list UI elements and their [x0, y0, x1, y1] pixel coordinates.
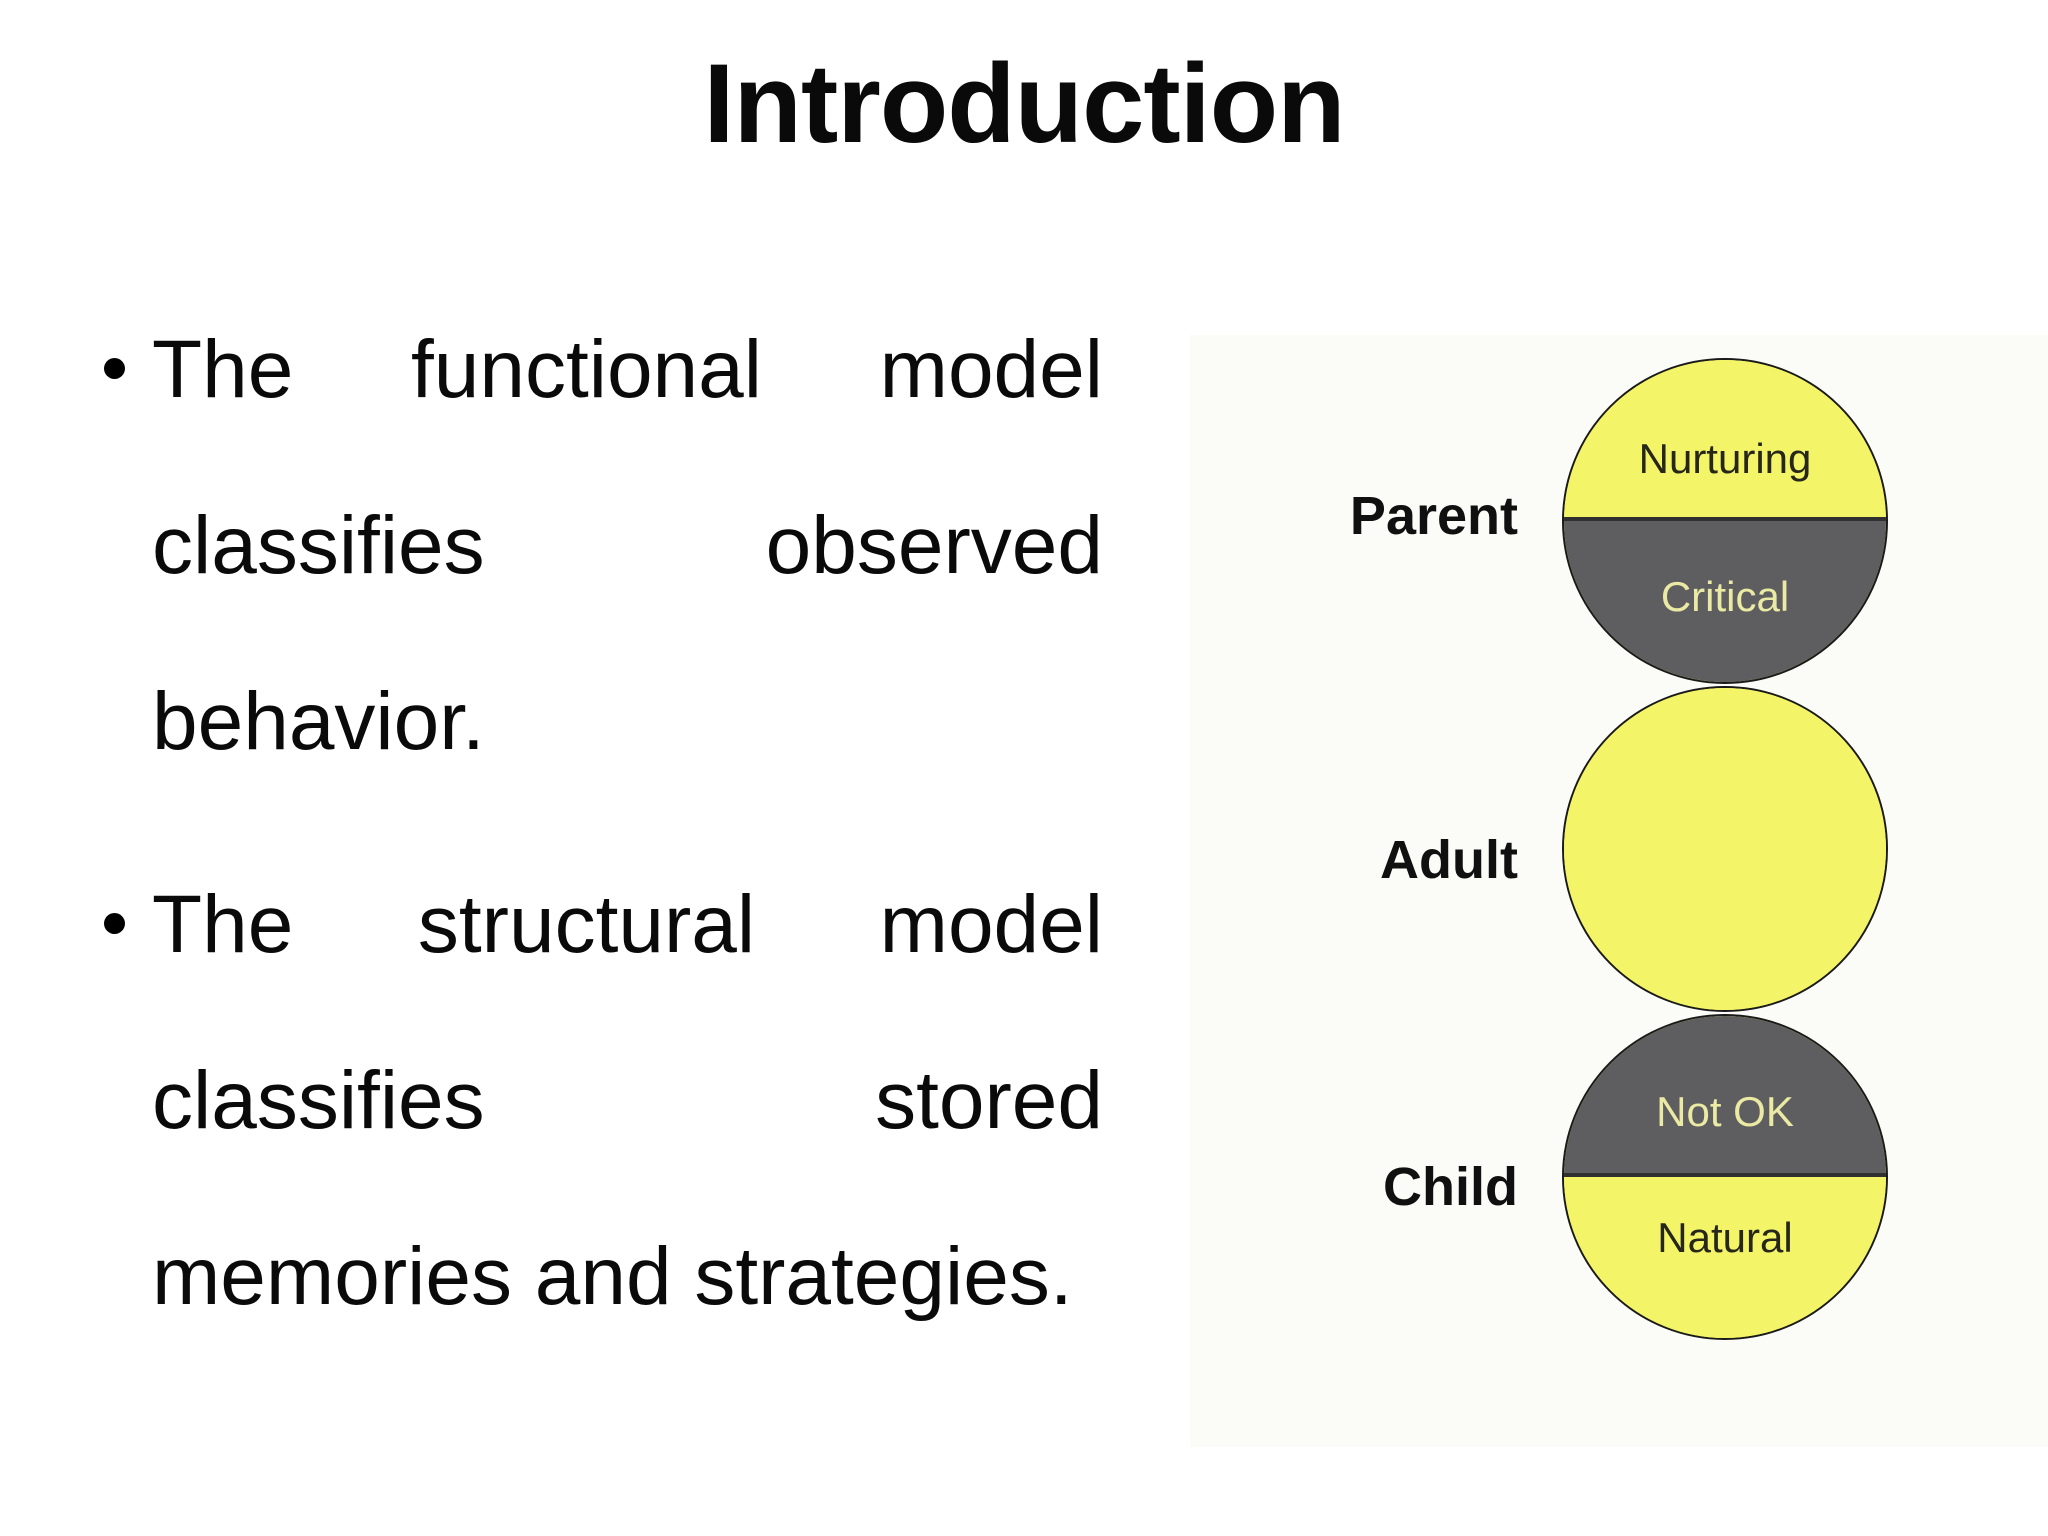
bullet-item: • The functional model classifies observ…	[104, 282, 1103, 810]
bullet-line: The structural model	[152, 879, 1103, 970]
page-title: Introduction	[703, 41, 1345, 166]
natural-label: Natural	[1657, 1214, 1793, 1261]
parent-bottom-half: Critical	[1564, 521, 1886, 682]
parent-circle: Nurturing Critical	[1562, 358, 1888, 684]
bullet-item: • The structural model classifies stored…	[104, 837, 1103, 1365]
child-top-half: Not OK	[1564, 1016, 1886, 1177]
adult-top-half	[1564, 688, 1886, 849]
bullet-dot-icon: •	[104, 358, 125, 379]
bullet-line: behavior.	[152, 676, 485, 767]
bullet-line: memories and strategies.	[152, 1231, 1073, 1322]
child-circle: Not OK Natural	[1562, 1014, 1888, 1340]
bullet-line: classifies observed	[152, 500, 1103, 591]
not-ok-label: Not OK	[1656, 1088, 1794, 1135]
parent-top-half: Nurturing	[1564, 360, 1886, 521]
bullet-list: • The functional model classifies observ…	[104, 282, 1103, 1365]
bullet-line: classifies stored	[152, 1055, 1103, 1146]
bullet-dot-icon: •	[104, 913, 125, 934]
adult-bottom-half	[1564, 849, 1886, 1010]
bullet-line: The functional model	[152, 324, 1103, 415]
adult-circle	[1562, 686, 1888, 1012]
child-bottom-half: Natural	[1564, 1177, 1886, 1338]
nurturing-label: Nurturing	[1638, 435, 1812, 482]
label-adult: Adult	[1380, 830, 1518, 890]
critical-label: Critical	[1660, 573, 1790, 620]
label-parent: Parent	[1349, 486, 1518, 546]
label-child: Child	[1383, 1157, 1518, 1217]
